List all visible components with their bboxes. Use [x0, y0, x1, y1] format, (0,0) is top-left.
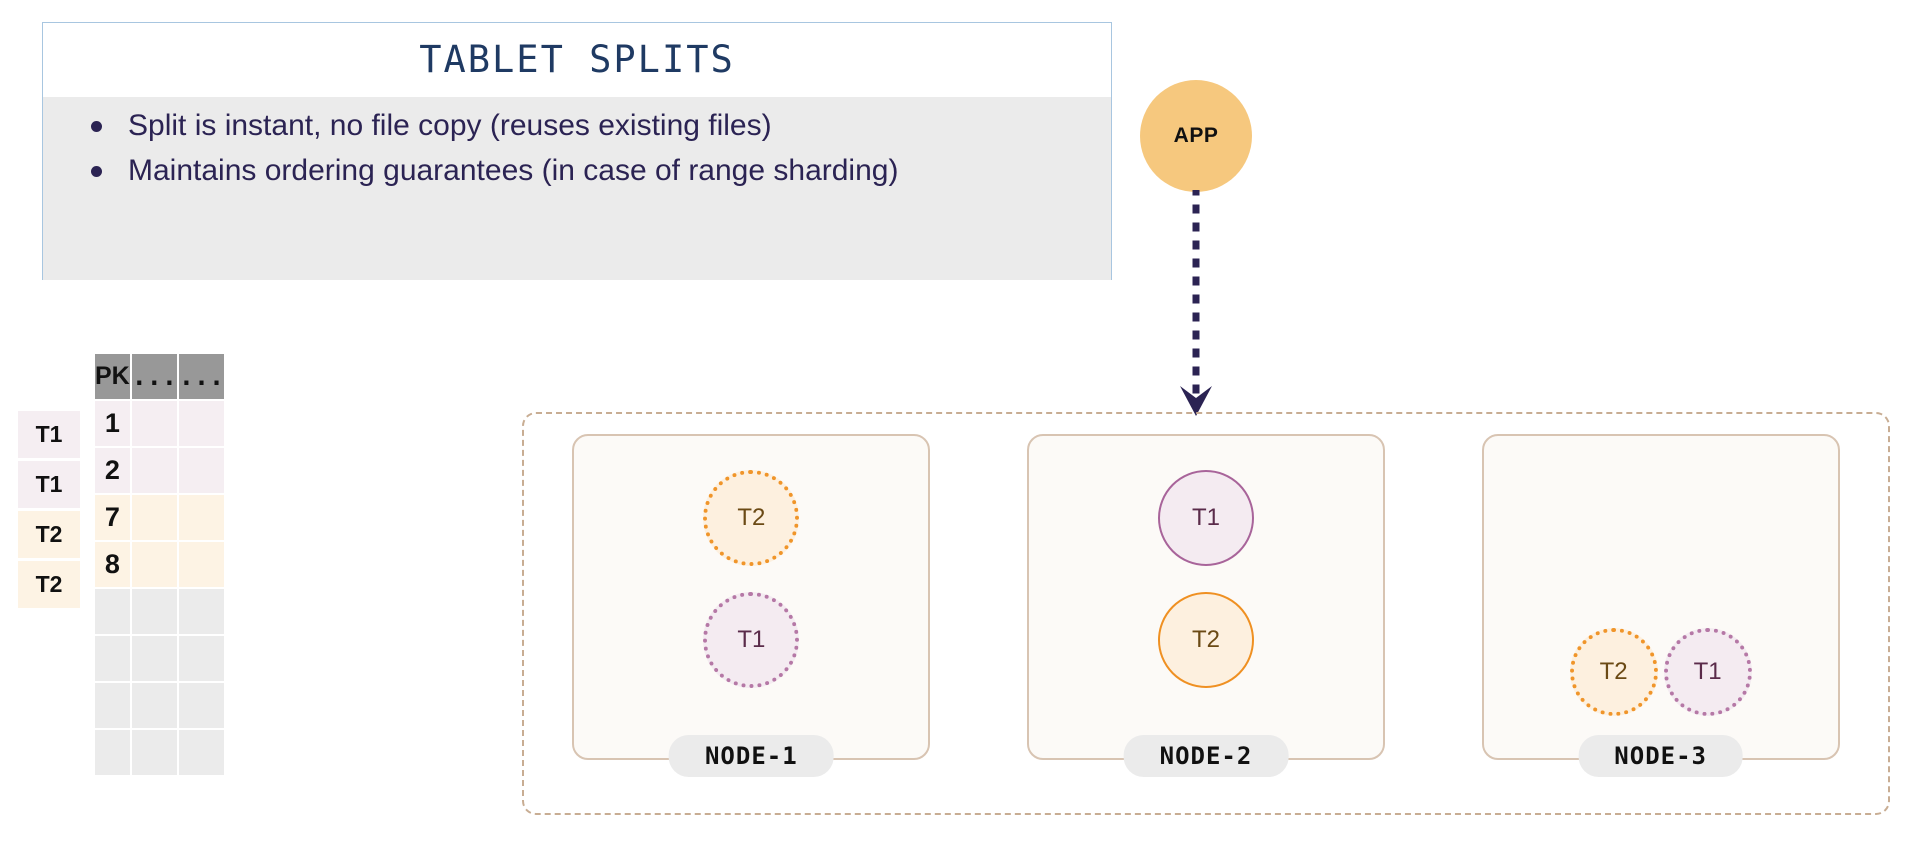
tablet-label: T2: [1599, 658, 1628, 685]
table-row-empty: [95, 589, 225, 634]
table-row-empty: [95, 683, 225, 728]
tablet-t1[interactable]: T1: [703, 592, 800, 688]
table-row: 2: [95, 448, 225, 493]
table-row-empty: [95, 730, 225, 775]
cell-empty: [178, 683, 225, 728]
cell-empty: [178, 730, 225, 775]
cell-empty: [95, 683, 130, 728]
bullet-item: Split is instant, no file copy (reuses e…: [69, 105, 1085, 148]
tablet-label-column: T1 T1 T2 T2: [18, 411, 80, 611]
tablet-label: T1: [737, 626, 766, 653]
cell-c2: [131, 448, 177, 493]
callout-body: Split is instant, no file copy (reuses e…: [43, 97, 1111, 280]
cell-empty: [95, 730, 130, 775]
bullet-text: Split is instant, no file copy (reuses e…: [128, 109, 772, 142]
cell-pk: 1: [95, 401, 130, 446]
cell-empty: [131, 589, 177, 634]
bullet-dot-icon: [91, 165, 102, 177]
node-1-label: NODE-1: [668, 735, 834, 777]
tablet-row-label: T1: [18, 461, 80, 508]
bullet-dot-icon: [91, 121, 102, 132]
tablet-row-label: T2: [18, 561, 80, 608]
data-table: PK ... ... 1 2 7 8: [93, 352, 226, 777]
tablet-row-label: T2: [18, 511, 80, 558]
cell-c3: [178, 448, 225, 493]
tablet-t2[interactable]: T2: [703, 470, 800, 566]
callout-title: TABLET SPLITS: [43, 23, 1111, 97]
cell-pk: 8: [95, 542, 130, 587]
app-to-cluster-arrow-icon: [1180, 190, 1212, 416]
table-row: 7: [95, 495, 225, 540]
app-label: APP: [1173, 124, 1219, 147]
bullet-text: Maintains ordering guarantees (in case o…: [128, 153, 899, 187]
cluster-nodes-row: T2 T1 NODE-1 T1 T2 NODE-2: [524, 414, 1888, 813]
table-row-empty: [95, 636, 225, 681]
node-2-label: NODE-2: [1123, 735, 1289, 777]
tablet-t2[interactable]: T2: [1157, 592, 1254, 688]
tablet-label: T2: [1191, 626, 1220, 653]
node-2[interactable]: T1 T2 NODE-2: [1026, 434, 1385, 777]
node-3-label: NODE-3: [1578, 735, 1743, 777]
cell-empty: [131, 730, 177, 775]
cell-pk: 7: [95, 495, 130, 540]
tablet-t1[interactable]: T1: [1663, 628, 1752, 716]
bullet-item: Maintains ordering guarantees (in case o…: [69, 150, 1085, 193]
column-header-3: ...: [178, 354, 225, 399]
cell-c2: [131, 542, 177, 587]
cell-empty: [95, 636, 130, 681]
app-node: APP: [1140, 80, 1252, 192]
cluster-container: T2 T1 NODE-1 T1 T2 NODE-2: [522, 412, 1890, 815]
cell-empty: [131, 683, 177, 728]
tablet-splits-callout: TABLET SPLITS Split is instant, no file …: [42, 22, 1112, 280]
tablet-label: T2: [737, 504, 766, 531]
column-header-pk: PK: [95, 354, 130, 399]
tablet-t2[interactable]: T2: [1569, 628, 1658, 716]
cell-c3: [178, 401, 225, 446]
node-3-tablets: T2 T1: [1484, 628, 1838, 716]
cell-pk: 2: [95, 448, 130, 493]
cell-empty: [178, 589, 225, 634]
table-row: 1: [95, 401, 225, 446]
column-header-2: ...: [131, 354, 177, 399]
table-header-row: PK ... ...: [95, 354, 225, 399]
table-row: 8: [95, 542, 225, 587]
cell-empty: [178, 636, 225, 681]
cell-empty: [131, 636, 177, 681]
tablet-label: T1: [1693, 658, 1722, 685]
tablet-row-label: T1: [18, 411, 80, 458]
tablet-t1[interactable]: T1: [1157, 470, 1254, 566]
node-2-tablets: T1 T2: [1029, 470, 1383, 688]
cell-c3: [178, 495, 225, 540]
cell-empty: [95, 589, 130, 634]
cell-c3: [178, 542, 225, 587]
node-3[interactable]: T2 T1 NODE-3: [1481, 434, 1840, 777]
node-1-tablets: T2 T1: [574, 470, 928, 688]
cell-c2: [131, 401, 177, 446]
tablet-label: T1: [1191, 504, 1220, 531]
node-1[interactable]: T2 T1 NODE-1: [572, 434, 931, 777]
cell-c2: [131, 495, 177, 540]
